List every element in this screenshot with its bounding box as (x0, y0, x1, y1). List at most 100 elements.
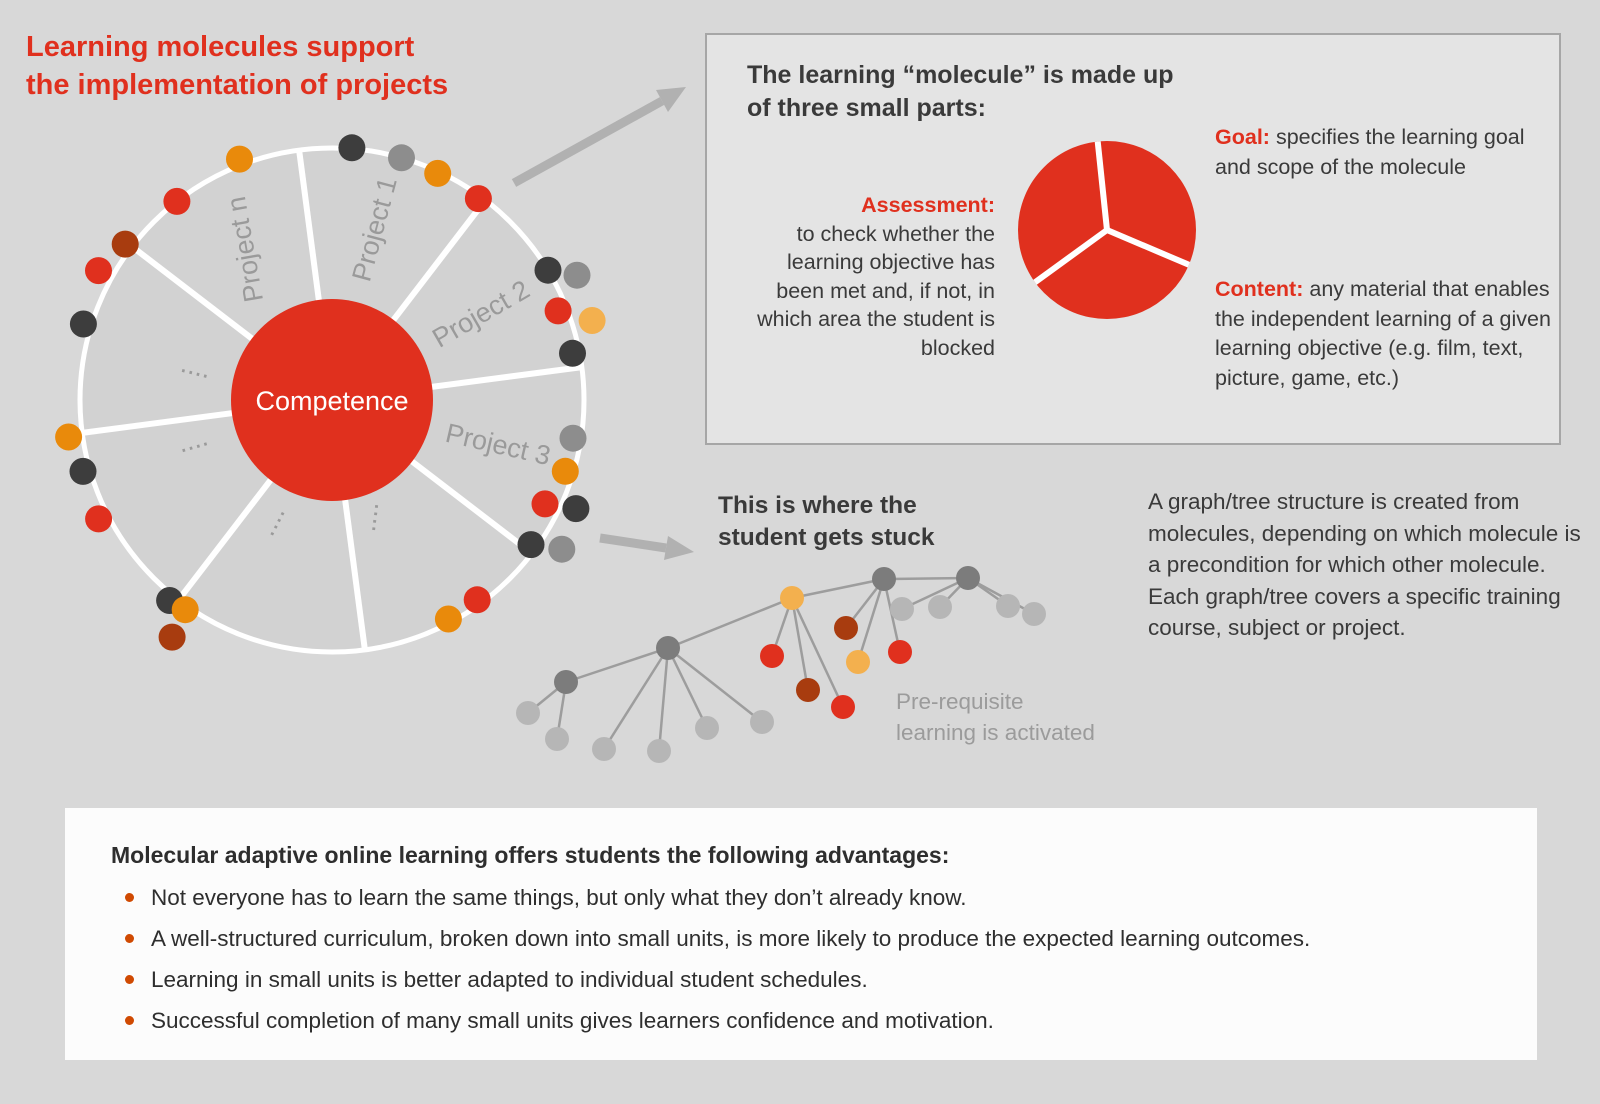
tree-node-amber2 (846, 650, 870, 674)
molecule-dot (551, 457, 579, 485)
advantage-text: Successful completion of many small unit… (151, 1008, 994, 1033)
advantages-box: Molecular adaptive online learning offer… (65, 808, 1537, 1060)
tree-node-hub-left (554, 670, 578, 694)
tree-node-leaf3 (592, 737, 616, 761)
graph-structure-paragraph: A graph/tree structure is created from m… (1148, 489, 1581, 640)
molecule-dot (388, 144, 415, 172)
tree-node-stuck-node (780, 586, 804, 610)
wheel-segment-label: .... (351, 500, 384, 533)
prerequisite-caption: Pre-requisite learning is activated (896, 686, 1095, 748)
advantage-item: Not everyone has to learn the same thing… (125, 885, 1491, 911)
goal-label: Goal: (1215, 125, 1270, 149)
molecule-dot (69, 310, 97, 338)
molecule-dot (158, 623, 186, 651)
arrow-to-tree-icon (599, 533, 694, 560)
tree-edge (856, 578, 886, 663)
page-title-line1: Learning molecules support (26, 31, 415, 63)
goal-text: specifies the learning goal and scope of… (1215, 125, 1525, 179)
molecule-dot (559, 339, 586, 367)
molecule-dot (69, 457, 97, 485)
bullet-icon (125, 893, 134, 902)
molecule-pie-icon (1018, 141, 1196, 319)
bullet-icon (125, 975, 134, 984)
arrow-to-molecule-box-icon (511, 87, 686, 187)
pie-divider (1094, 141, 1110, 231)
tree-node-hub-far (956, 566, 980, 590)
assessment-label: Assessment: (861, 193, 995, 217)
arrow-shaft (511, 97, 665, 187)
molecule-parts-box: The learning “molecule” is made up of th… (705, 33, 1561, 445)
advantages-heading: Molecular adaptive online learning offer… (111, 842, 950, 868)
tree-node-leaf10 (1022, 602, 1046, 626)
tree-node-red3 (888, 640, 912, 664)
bullet-icon (125, 1016, 134, 1025)
tree-edge (791, 577, 885, 600)
tree-node-rust1 (796, 678, 820, 702)
molecule-dot (534, 256, 562, 284)
pie-divider (1033, 227, 1109, 285)
molecule-dot (548, 535, 576, 563)
molecule-dot (517, 531, 545, 559)
tree-edge (790, 597, 810, 691)
bullet-icon (125, 934, 134, 943)
prerequisite-caption-line1: Pre-requisite (896, 689, 1024, 714)
tree-node-leaf2 (545, 727, 569, 751)
advantage-item: Successful completion of many small unit… (125, 1008, 1491, 1034)
page-title-line2: the implementation of projects (26, 69, 449, 102)
molecule-dot (562, 495, 590, 523)
content-block: Content: any material that enables the i… (1215, 275, 1563, 394)
molecule-dot (464, 185, 492, 213)
page-title: Learning molecules support the implement… (26, 28, 448, 105)
molecule-dot (563, 261, 591, 289)
tree-edge (667, 647, 763, 723)
tree-edge (657, 647, 670, 752)
molecule-dot (171, 596, 199, 624)
tree-edge (602, 647, 670, 750)
tree-node-leaf1 (516, 701, 540, 725)
arrow-shaft (599, 533, 667, 553)
prerequisite-caption-line2: learning is activated (896, 720, 1095, 746)
tree-edge (883, 576, 969, 581)
tree-node-leaf6 (750, 710, 774, 734)
advantage-item: A well-structured curriculum, broken dow… (125, 926, 1491, 952)
molecule-dot (226, 145, 253, 173)
tree-node-red1 (760, 644, 784, 668)
molecule-dot (544, 297, 572, 325)
molecule-dot (424, 159, 452, 187)
content-label: Content: (1215, 277, 1304, 301)
assessment-block: Assessment: to check whether the learnin… (743, 191, 995, 363)
tree-edge (565, 646, 669, 684)
tree-node-hub-right (872, 567, 896, 591)
molecule-dot (55, 423, 83, 451)
arrow-head (664, 536, 694, 560)
advantage-text: Learning in small units is better adapte… (151, 967, 868, 992)
tree-edge (901, 576, 969, 611)
molecule-dot (85, 505, 113, 533)
tree-node-leaf8 (928, 595, 952, 619)
molecule-dot (559, 424, 587, 452)
tree-edge (667, 596, 793, 650)
molecule-dot (111, 230, 139, 258)
molecule-tree-diagram (516, 566, 1046, 763)
tree-edge (967, 576, 1035, 616)
assessment-text: to check whether the learning objective … (757, 221, 995, 360)
molecule-dot (531, 490, 559, 518)
content-text: any material that enables the independen… (1215, 277, 1551, 390)
tree-edge (790, 597, 845, 708)
molecule-box-heading: The learning “molecule” is made up of th… (747, 61, 1174, 122)
tree-node-hub-mid (656, 636, 680, 660)
tree-edge (666, 647, 709, 729)
goal-block: Goal: specifies the learning goal and sc… (1215, 123, 1553, 182)
wheel-segment-label: .... (178, 348, 214, 384)
molecule-dot (463, 586, 491, 614)
molecule-dot (578, 307, 606, 334)
advantage-text: Not everyone has to learn the same thing… (151, 885, 967, 910)
advantages-list: Not everyone has to learn the same thing… (111, 885, 1491, 1034)
competence-hub (231, 299, 433, 501)
tree-node-leaf9 (996, 594, 1020, 618)
tree-node-red2 (831, 695, 855, 719)
tree-node-leaf5 (695, 716, 719, 740)
advantage-text: A well-structured curriculum, broken dow… (151, 926, 1311, 951)
molecule-dot (163, 187, 191, 215)
